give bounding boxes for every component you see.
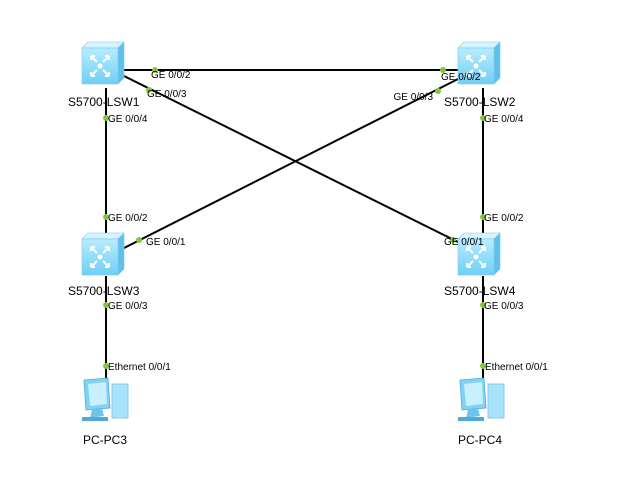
switch-icon <box>81 232 125 276</box>
device-label-lsw3: S5700-LSW3 <box>68 284 140 298</box>
port-dot[interactable] <box>480 302 486 308</box>
port-dot[interactable] <box>136 237 142 243</box>
port-dot[interactable] <box>103 115 109 121</box>
device-pc3[interactable] <box>81 377 129 422</box>
device-label-lsw1: S5700-LSW1 <box>68 95 140 109</box>
port-dot[interactable] <box>103 214 109 220</box>
links <box>105 69 484 378</box>
port-label: GE 0/0/2 <box>484 213 524 224</box>
port-label: Ethernet 0/0/1 <box>485 362 548 373</box>
port-dot[interactable] <box>152 67 158 73</box>
port-label: GE 0/0/2 <box>108 213 148 224</box>
port-label: GE 0/0/1 <box>146 237 186 248</box>
device-label-pc4: PC-PC4 <box>458 433 502 447</box>
device-label-pc3: PC-PC3 <box>83 433 127 447</box>
port-dot[interactable] <box>480 115 486 121</box>
port-label: GE 0/0/2 <box>151 70 191 81</box>
pc-icon <box>81 377 129 422</box>
link-lsw1-lsw4[interactable] <box>123 75 463 245</box>
port-label: Ethernet 0/0/1 <box>108 362 171 373</box>
port-dot[interactable] <box>435 88 441 94</box>
port-dot[interactable] <box>480 214 486 220</box>
device-label-lsw4: S5700-LSW4 <box>444 284 516 298</box>
port-label: GE 0/0/4 <box>484 114 524 125</box>
pc-icon <box>457 377 505 422</box>
port-dot[interactable] <box>480 363 486 369</box>
port-dot[interactable] <box>146 87 152 93</box>
device-label-lsw2: S5700-LSW2 <box>444 95 516 109</box>
port-label: GE 0/0/3 <box>108 301 148 312</box>
port-dots <box>103 67 486 369</box>
port-label: GE 0/0/1 <box>444 237 484 248</box>
link-lsw2-lsw3[interactable] <box>119 77 461 251</box>
port-dot[interactable] <box>103 363 109 369</box>
port-dot[interactable] <box>440 67 446 73</box>
port-dot[interactable] <box>450 237 456 243</box>
port-label: GE 0/0/3 <box>484 301 524 312</box>
device-lsw1[interactable] <box>81 41 125 85</box>
port-label: GE 0/0/2 <box>441 72 481 83</box>
device-pc4[interactable] <box>457 377 505 422</box>
port-dot[interactable] <box>103 302 109 308</box>
port-label: GE 0/0/4 <box>108 114 148 125</box>
device-lsw3[interactable] <box>81 232 125 276</box>
port-label: GE 0/0/3 <box>147 89 187 100</box>
port-label: GE 0/0/3 <box>394 92 434 103</box>
switch-icon <box>81 41 125 85</box>
